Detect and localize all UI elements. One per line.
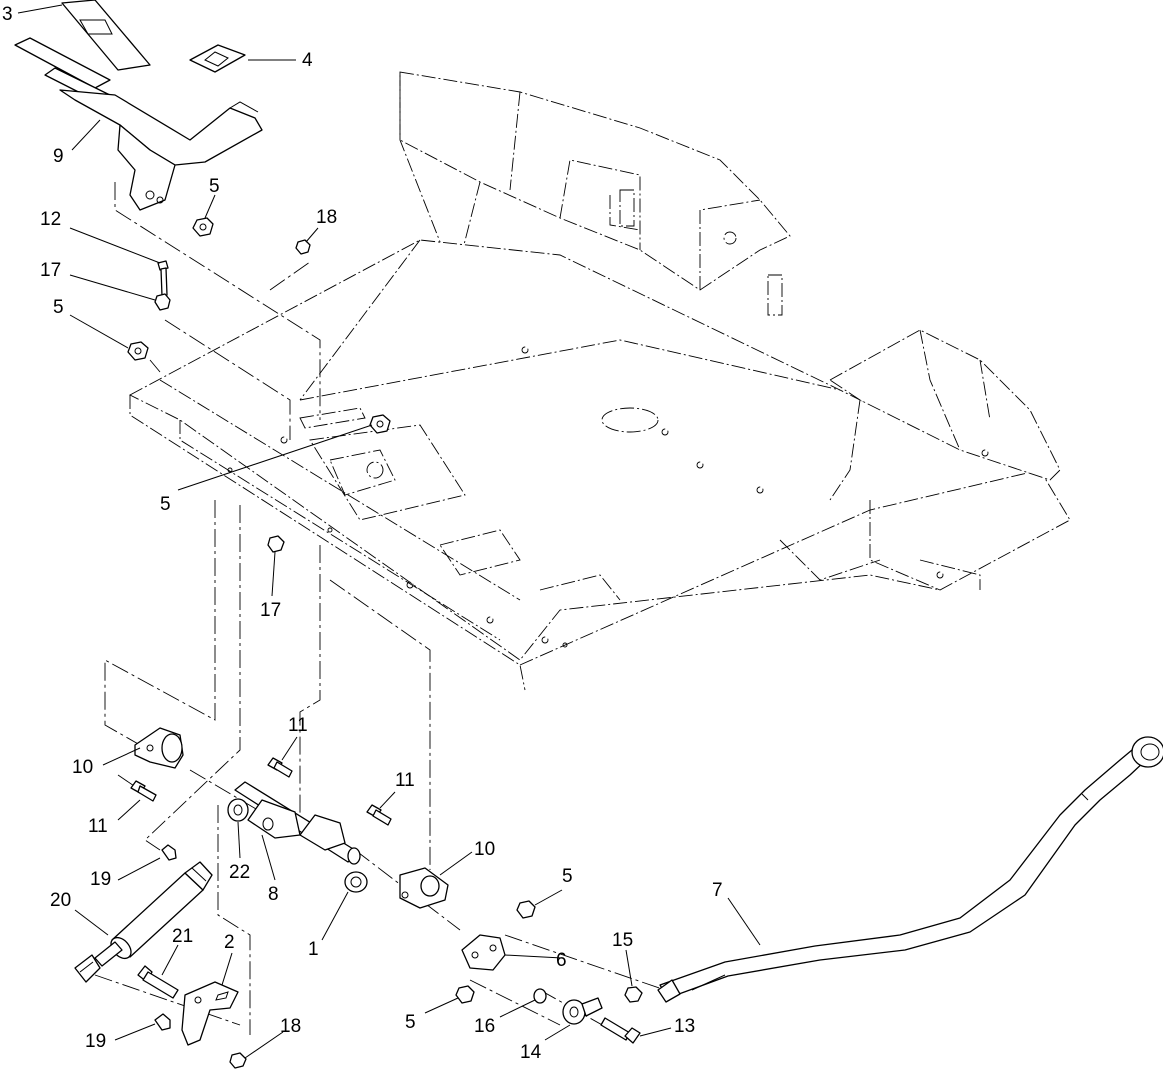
callout-labels: 3 4 9 5 18 12 17 5 5 17 10 11 11 11 10 1… (2, 4, 723, 1063)
arm-part-8 (247, 799, 301, 839)
stud-part-19 (161, 844, 177, 861)
callout-10: 10 (474, 839, 495, 860)
bolt-part-13 (624, 1027, 641, 1044)
callout-5: 5 (53, 297, 64, 318)
callout-15: 15 (612, 930, 633, 951)
callout-5: 5 (405, 1012, 416, 1033)
bracket-part-2 (181, 981, 239, 1046)
nut-part-5 (516, 900, 536, 919)
callout-18: 18 (280, 1016, 301, 1037)
callout-5: 5 (562, 866, 573, 887)
callout-7: 7 (712, 880, 723, 901)
callout-leaders (17, 4, 761, 1059)
callout-5: 5 (160, 494, 171, 515)
callout-2: 2 (224, 932, 235, 953)
callout-14: 14 (520, 1042, 542, 1063)
callout-11: 11 (88, 816, 108, 837)
callout-12: 12 (40, 209, 61, 230)
callout-8: 8 (268, 884, 279, 905)
nut-part-17 (154, 293, 171, 311)
callout-21: 21 (172, 926, 193, 947)
callout-4: 4 (302, 50, 313, 71)
rod-part-7 (659, 744, 1147, 999)
callout-13: 13 (674, 1016, 695, 1037)
callout-22: 22 (229, 862, 250, 883)
washer-part-16 (533, 988, 547, 1004)
nut-part-17 (267, 535, 285, 553)
link-assembly (455, 736, 1163, 1044)
pedal-lever-part-9 (14, 0, 263, 211)
upper-hardware (127, 217, 391, 553)
callout-19: 19 (90, 869, 111, 890)
plate-part-6 (461, 934, 506, 971)
washer-part-22 (227, 798, 249, 822)
nut-part-5 (127, 341, 149, 361)
callout-20: 20 (50, 890, 71, 911)
nut-part-15 (624, 986, 643, 1003)
callout-5: 5 (209, 176, 220, 197)
callout-3: 3 (2, 4, 13, 25)
callout-6: 6 (556, 950, 567, 971)
callout-11: 11 (288, 715, 308, 736)
callout-11: 11 (395, 770, 415, 791)
pivot-shaft-assembly (130, 727, 449, 909)
callout-18: 18 (316, 207, 337, 228)
callout-16: 16 (474, 1016, 495, 1037)
nut-part-5 (369, 414, 391, 434)
mower-frame (129, 71, 1071, 691)
gas-spring-part-20 (74, 844, 247, 1069)
callout-19: 19 (85, 1031, 106, 1052)
decal-part-4 (189, 44, 246, 73)
callout-9: 9 (53, 146, 64, 167)
callout-17: 17 (40, 260, 61, 281)
nut-part-18 (295, 239, 311, 255)
callout-17: 17 (260, 600, 281, 621)
decal-part-3 (61, 0, 151, 71)
spacer-part-1 (344, 871, 368, 893)
stud-part-19 (154, 1013, 171, 1031)
nut-part-18 (229, 1052, 247, 1069)
callout-10: 10 (72, 757, 93, 778)
nut-part-5 (192, 217, 214, 237)
nut-part-5 (455, 985, 475, 1004)
callout-1: 1 (308, 939, 319, 960)
